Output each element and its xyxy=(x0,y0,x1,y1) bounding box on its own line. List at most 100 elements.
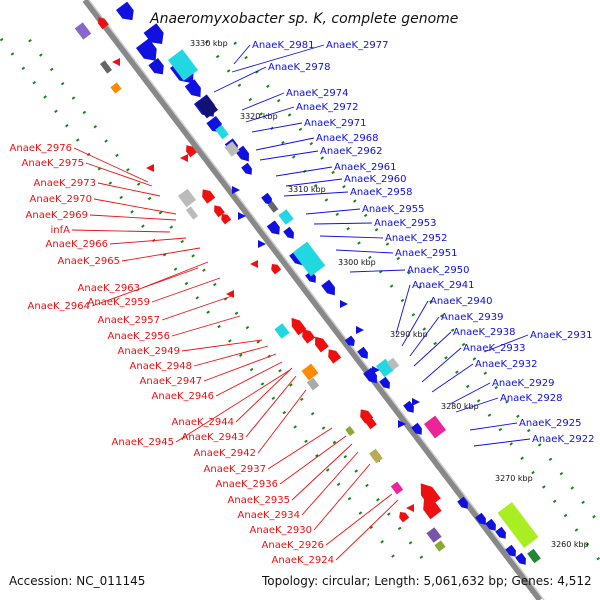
gene-label: AnaeK_2937 xyxy=(204,464,266,475)
grey-feature xyxy=(386,357,400,371)
track-dot xyxy=(325,468,330,472)
leader-line xyxy=(259,150,319,161)
track-dot xyxy=(180,239,185,244)
forward-gene-arrow xyxy=(457,496,468,509)
track-dot xyxy=(291,155,296,159)
track-dot xyxy=(336,482,341,487)
gene-label: AnaeK_2952 xyxy=(385,233,447,244)
gene-label: AnaeK_2957 xyxy=(98,315,160,326)
track-dot xyxy=(310,411,315,416)
forward-gene-arrow xyxy=(283,226,294,239)
leader-line xyxy=(301,451,359,516)
reverse-gene-arrow xyxy=(271,264,282,275)
gene-label: AnaeK_2973 xyxy=(34,178,96,189)
track-dot xyxy=(249,367,254,372)
reverse-gene-marker xyxy=(406,504,414,512)
track-dot xyxy=(389,284,394,288)
reverse-gene-marker xyxy=(250,260,258,268)
reverse-gene-arrow xyxy=(360,409,374,424)
track-dot xyxy=(259,112,263,116)
leader-line xyxy=(85,162,153,187)
grey-feature xyxy=(185,206,199,220)
leader-line xyxy=(469,422,518,431)
track-dot xyxy=(141,224,145,228)
leader-line xyxy=(245,106,295,123)
track-dot xyxy=(54,109,58,114)
leader-line-layer xyxy=(71,44,531,561)
track-dot xyxy=(320,156,324,160)
green-feature xyxy=(527,548,541,564)
forward-gene-arrow xyxy=(475,512,486,525)
grey-feature xyxy=(306,377,320,391)
leader-line xyxy=(175,369,291,443)
forward-gene-marker xyxy=(356,326,364,334)
gene-label: AnaeK_2930 xyxy=(250,525,312,536)
forward-gene-arrow xyxy=(148,58,164,75)
gene-label: AnaeK_2942 xyxy=(194,448,256,459)
track-dot xyxy=(202,268,206,272)
leader-line xyxy=(455,397,499,413)
leader-line xyxy=(283,191,349,197)
track-dot xyxy=(266,84,270,89)
track-dot xyxy=(108,181,113,185)
forward-gene-marker xyxy=(398,420,406,428)
track-dot xyxy=(526,428,531,433)
olive-feature xyxy=(369,448,383,464)
track-dot xyxy=(455,370,459,374)
leader-line xyxy=(431,363,474,393)
track-dot xyxy=(147,196,152,201)
scale-label: 3280 kbp xyxy=(441,402,479,411)
track-dot xyxy=(65,124,69,128)
leader-line xyxy=(251,122,303,133)
leader-line xyxy=(231,44,325,73)
forward-gene-arrow xyxy=(321,279,335,296)
forward-gene-arrow xyxy=(411,422,422,435)
leader-line xyxy=(241,92,285,111)
leader-line xyxy=(109,237,187,245)
track-dot xyxy=(422,327,427,331)
forward-gene-arrow xyxy=(344,335,355,346)
track-dot xyxy=(217,324,221,329)
accession-text: Accession: NC_011145 xyxy=(9,574,146,588)
leader-line xyxy=(257,389,307,454)
leader-line xyxy=(395,284,411,335)
track-dot xyxy=(465,384,470,389)
gene-label: AnaeK_2941 xyxy=(412,280,474,291)
grey-feature xyxy=(99,60,113,74)
track-dot xyxy=(342,185,346,189)
track-dot xyxy=(233,41,238,45)
track-dot xyxy=(559,471,564,476)
leader-line xyxy=(215,361,283,397)
track-dot xyxy=(184,281,189,286)
track-dot xyxy=(487,413,492,417)
cyan-feature xyxy=(375,358,395,378)
gene-label: AnaeK_2958 xyxy=(350,187,412,198)
forward-gene-arrow xyxy=(241,162,252,175)
gene-label: AnaeK_2959 xyxy=(88,297,150,308)
gene-label: AnaeK_2965 xyxy=(58,256,120,267)
track-dot xyxy=(298,127,303,132)
reverse-gene-arrow xyxy=(98,17,109,30)
track-dot xyxy=(411,313,416,317)
reverse-gene-arrow xyxy=(186,145,197,158)
gene-label: AnaeK_2964 xyxy=(28,301,90,312)
track-dot xyxy=(93,125,98,129)
track-dot xyxy=(380,540,384,544)
reverse-gene-marker xyxy=(112,58,120,66)
forward-gene-arrow xyxy=(379,376,390,389)
leader-line xyxy=(161,295,233,321)
track-dot xyxy=(21,66,26,71)
leader-line xyxy=(409,316,440,357)
track-dot xyxy=(332,440,337,445)
track-dot xyxy=(516,414,520,418)
track-dot xyxy=(407,271,411,275)
forward-gene-arrow xyxy=(261,192,272,205)
gene-label: AnaeK_2925 xyxy=(519,418,581,429)
cyan-feature xyxy=(167,49,199,81)
forward-gene-marker xyxy=(340,300,348,308)
gene-label: AnaeK_2929 xyxy=(492,378,554,389)
gene-label: AnaeK_2926 xyxy=(262,540,324,551)
leader-line xyxy=(73,147,149,183)
leader-line xyxy=(171,315,241,337)
leader-line xyxy=(267,427,333,470)
